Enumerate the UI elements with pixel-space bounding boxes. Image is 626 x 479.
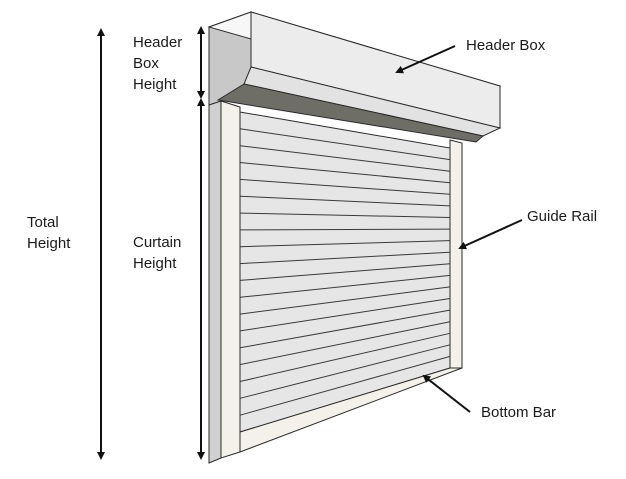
curtain-slat-line [239,263,451,281]
guide-rail-label: Guide Rail [527,208,598,225]
guide-rail-callout-arrow [458,219,523,250]
curtain-slat-line [239,355,451,416]
curtain-height-label: Curtain Height [133,234,182,272]
header-box-underside [216,83,485,143]
curtain-slat-line [239,251,451,265]
header-box-callout-arrow [395,45,456,74]
frame-left-side [208,100,222,464]
curtain-slat-line [239,344,451,399]
curtain-slat-line [239,195,451,207]
curtain-slat-line [239,162,451,184]
curtain-slat-line [239,212,451,218]
curtain-slat-line [239,178,451,195]
curtain-slat-line [239,321,451,366]
curtain-slat-line [239,240,451,248]
bottom-bar [239,367,463,453]
curtain-slat-line [239,286,451,315]
header-box-height-label: Header Box Height [133,34,183,93]
header-box-label: Header Box [466,37,546,54]
bottom-bar-callout-arrow [422,374,471,413]
left-guide-rail [220,100,241,459]
total-height-label: Total Height [27,214,71,252]
right-guide-rail [449,139,463,373]
curtain-slat-line [239,298,451,332]
bottom-bar-label: Bottom Bar [481,404,557,421]
curtain-slat-line [239,309,451,349]
curtain-slat-line [239,128,451,161]
curtain-slats [239,128,451,416]
curtain-slat-line [239,145,451,172]
curtain-slat-line [239,228,451,231]
curtain-slat-line [239,332,451,382]
curtain-slat-line [239,274,451,298]
